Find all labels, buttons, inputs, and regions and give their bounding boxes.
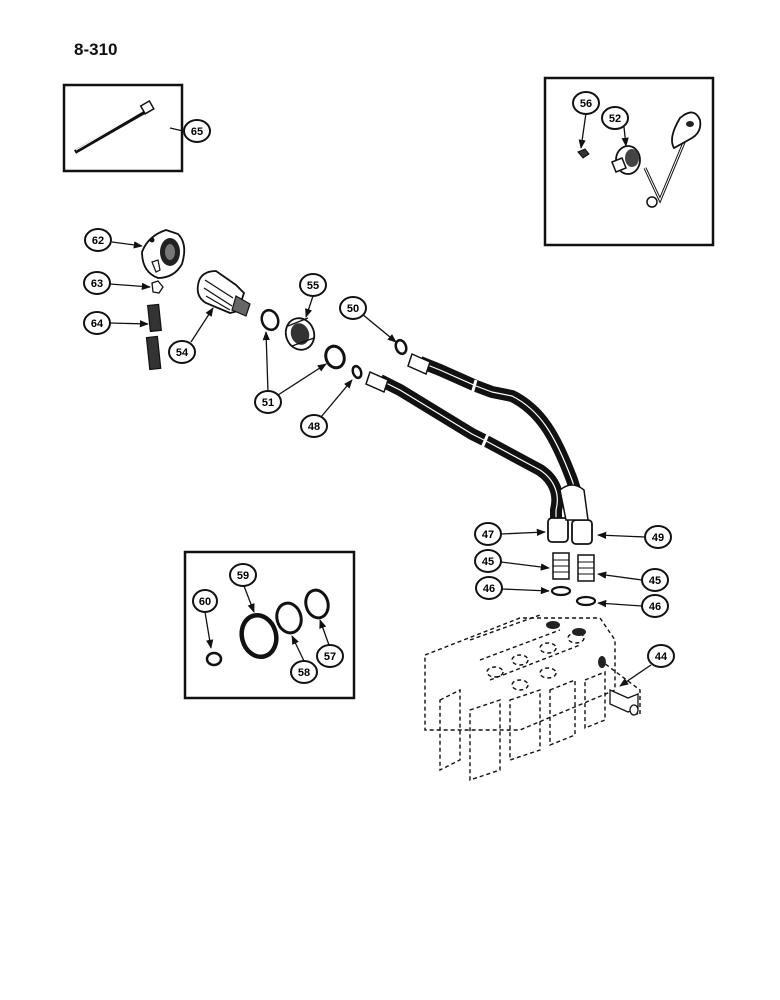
- valve-ports: [546, 621, 639, 716]
- callout-55: 55: [299, 273, 327, 297]
- sleeve-55: [284, 317, 316, 351]
- callout-label: 57: [324, 651, 336, 663]
- lever-illustration: [577, 111, 702, 208]
- callout-label: 65: [191, 126, 203, 138]
- callout-label: 50: [347, 303, 359, 315]
- seal-59: [239, 612, 279, 660]
- rings-51: [260, 308, 346, 370]
- callout-label: 62: [92, 235, 104, 247]
- callout-52: 52: [601, 106, 629, 130]
- callout-57: 57: [316, 644, 344, 668]
- pins-64: [145, 303, 162, 371]
- callout-59: 59: [229, 563, 257, 587]
- callout-label: 49: [652, 532, 664, 544]
- callout-label: 59: [237, 570, 249, 582]
- callout-51: 51: [254, 390, 282, 414]
- callout-54: 54: [168, 340, 196, 364]
- washers-46: [550, 585, 597, 607]
- callout-label: 45: [482, 556, 494, 568]
- callout-45-right: 45: [641, 568, 669, 592]
- callout-label: 54: [176, 347, 189, 359]
- inset-cable-tie: [62, 83, 184, 173]
- hydraulic-hoses: [365, 352, 593, 545]
- inset-frame: [543, 76, 715, 247]
- callout-label: 48: [308, 421, 320, 433]
- callout-label: 47: [482, 529, 494, 541]
- inset-frame: [183, 550, 356, 700]
- seal-60: [205, 651, 223, 667]
- seal-58: [275, 601, 303, 635]
- o-rings: [351, 338, 408, 380]
- callout-label: 46: [483, 583, 495, 595]
- callout-label: 45: [649, 575, 661, 587]
- callout-label: 52: [609, 113, 621, 125]
- callout-62: 62: [84, 228, 112, 252]
- callout-label: 44: [655, 651, 668, 663]
- leader-lines: [109, 112, 652, 687]
- callout-49: 49: [644, 525, 672, 549]
- ball-63: [151, 280, 164, 294]
- callout-44: 44: [647, 644, 675, 668]
- callout-50: 50: [339, 296, 367, 320]
- callout-45-left: 45: [474, 549, 502, 573]
- callout-60: 60: [192, 589, 218, 613]
- callout-46-right: 46: [641, 594, 669, 618]
- callout-label: 58: [298, 667, 310, 679]
- callout-46-left: 46: [475, 576, 503, 600]
- callout-label: 63: [91, 278, 103, 290]
- adapters-45: [552, 552, 595, 582]
- callout-label: 51: [262, 397, 274, 409]
- callout-65: 65: [183, 119, 211, 143]
- coupler-54: [196, 270, 251, 317]
- control-valve-44: [424, 614, 641, 781]
- callout-label: 55: [307, 280, 319, 292]
- callout-58: 58: [290, 660, 318, 684]
- callout-label: 56: [580, 98, 592, 110]
- page-number: 8-310: [74, 40, 118, 59]
- callout-label: 46: [649, 601, 661, 613]
- callout-label: 60: [199, 596, 211, 608]
- inset-frame: [62, 83, 184, 173]
- callout-63: 63: [83, 271, 111, 295]
- callout-label: 64: [91, 318, 104, 330]
- callout-64: 64: [83, 311, 111, 335]
- inset-lever: [543, 76, 715, 247]
- callout-47: 47: [474, 522, 502, 546]
- cable-tie-illustration: [74, 100, 155, 154]
- coupler-body-62: [141, 229, 186, 279]
- inset-seal-kit: [183, 550, 356, 700]
- callout-48: 48: [300, 414, 328, 438]
- callout-56: 56: [572, 91, 600, 115]
- seal-57: [304, 588, 330, 620]
